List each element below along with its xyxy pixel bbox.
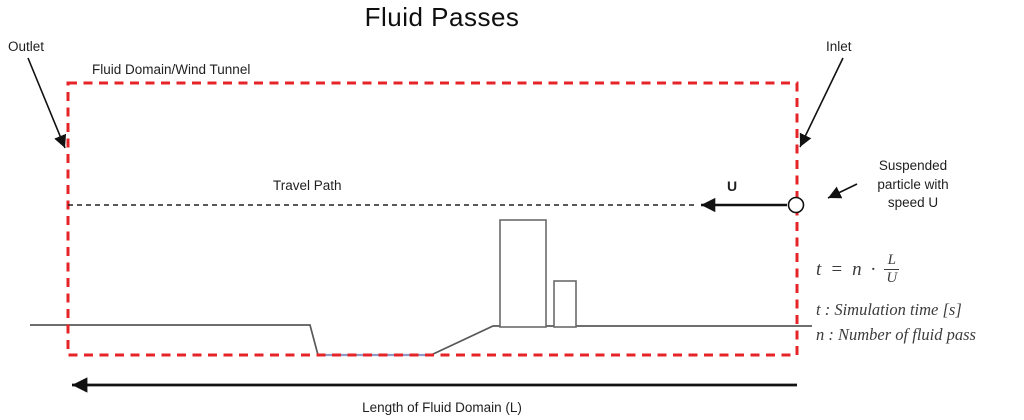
- formula-dot: ·: [870, 258, 876, 280]
- outlet-pointer-arrow: [27, 57, 67, 149]
- n-definition: n : Number of fluid pass: [816, 325, 976, 344]
- fluid-domain-boundary: [66, 81, 799, 357]
- outlet-label: Outlet: [8, 39, 45, 54]
- particle-annotation-arrow: [827, 183, 858, 199]
- velocity-u-label: U: [727, 178, 738, 194]
- formula-equals: =: [830, 258, 844, 280]
- formula-fraction: L U: [884, 252, 900, 287]
- ground-profile-line: [30, 324, 812, 356]
- small-building: [553, 280, 577, 328]
- travel-path-label: Travel Path: [273, 178, 342, 193]
- fraction-numerator: L: [887, 252, 896, 268]
- formula-n: n: [852, 258, 862, 280]
- formula-lhs: t: [816, 258, 822, 280]
- fluid-domain-label: Fluid Domain/Wind Tunnel: [92, 62, 251, 77]
- inlet-label: Inlet: [826, 39, 852, 54]
- suspended-particle-label: Suspended particle with speed U: [877, 158, 949, 211]
- t-definition: t : Simulation time [s]: [816, 300, 962, 319]
- suspended-particle-circle: [787, 196, 805, 214]
- page-title: Fluid Passes: [364, 2, 520, 32]
- simulation-time-formula: t = n · L U: [816, 252, 900, 287]
- tall-building: [499, 219, 547, 328]
- inlet-pointer-arrow: [799, 57, 844, 148]
- length-of-domain-label: Length of Fluid Domain (L): [362, 400, 522, 415]
- fraction-denominator: U: [884, 268, 900, 286]
